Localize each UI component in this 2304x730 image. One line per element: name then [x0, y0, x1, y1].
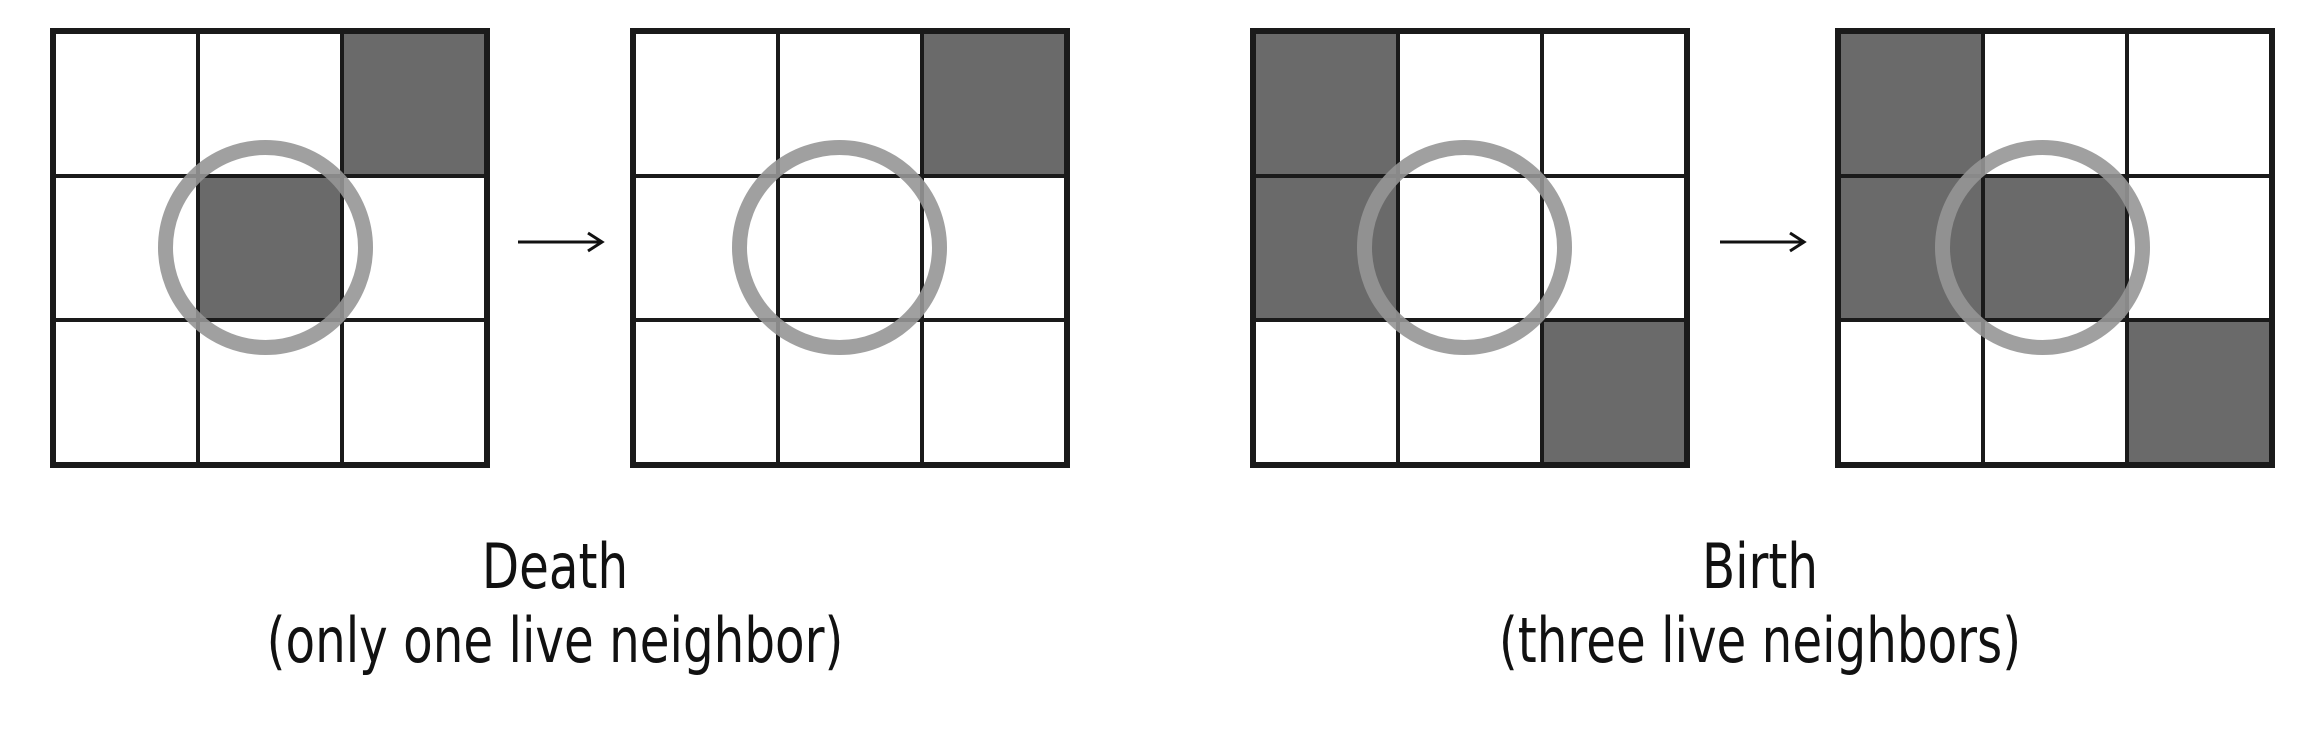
dead-cell-r0c2 [1542, 32, 1686, 176]
dead-cell-r2c2 [922, 320, 1066, 464]
death-title: Death [481, 530, 629, 603]
birth-subtitle: (three live neighbors) [1498, 604, 2022, 677]
dead-cell-r2c0 [1254, 320, 1398, 464]
death-subtitle: (only one live neighbor) [266, 604, 844, 677]
birth-before-grid [1250, 28, 1690, 468]
live-cell-r0c2 [342, 32, 486, 176]
live-cell-r0c0 [1254, 32, 1398, 176]
death-after-highlight-ring [732, 140, 947, 355]
death-caption: Death (only one live neighbor) [204, 530, 906, 678]
dead-cell-r2c2 [342, 320, 486, 464]
birth-after-grid [1835, 28, 2275, 468]
death-before-highlight-ring [158, 140, 373, 355]
dead-cell-r2c0 [634, 320, 778, 464]
live-cell-r2c2 [2127, 320, 2271, 464]
dead-cell-r2c0 [1839, 320, 1983, 464]
dead-cell-r0c2 [2127, 32, 2271, 176]
birth-after-highlight-ring [1935, 140, 2150, 355]
live-cell-r0c0 [1839, 32, 1983, 176]
live-cell-r0c2 [922, 32, 1066, 176]
birth-caption: Birth (three live neighbors) [1409, 530, 2111, 678]
live-cell-r2c2 [1542, 320, 1686, 464]
dead-cell-r2c0 [54, 320, 198, 464]
dead-cell-r0c0 [54, 32, 198, 176]
birth-arrow-icon [1720, 231, 1807, 253]
birth-before-highlight-ring [1357, 140, 1572, 355]
death-arrow-icon [518, 231, 605, 253]
dead-cell-r0c0 [634, 32, 778, 176]
dead-cell-r1c2 [2127, 176, 2271, 320]
birth-title: Birth [1701, 530, 1819, 603]
